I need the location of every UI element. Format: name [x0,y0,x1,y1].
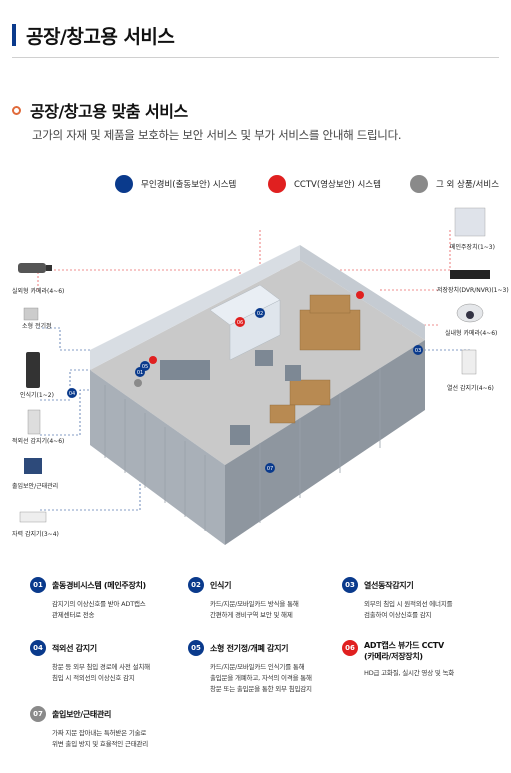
item-description: 카드/지문/모바일카드 인식기를 통해 출입문을 개폐하고, 자석의 이격을 통… [210,663,312,693]
blue-dot-icon [115,175,133,193]
label-pir-detector: 열선 감지기(4~6) [447,384,494,392]
item-title: 소형 전기정/개폐 감지기 [210,643,289,653]
main-controller-icon [454,207,486,237]
number-badge: 03 [342,577,358,593]
header-accent-bar [12,24,16,46]
legend-label: 무인경비(출동보안) 시스템 [141,180,237,190]
service-item-03: 03 열선동작감지기 외부의 침입 시 원적외선 에너지를 검출하여 이상신호를 … [342,577,507,621]
marker-05: 05 [142,364,148,370]
service-item-05: 05 소형 전기정/개폐 감지기 카드/지문/모바일카드 인식기를 통해 출입문을… [188,640,353,695]
recognizer-icon [26,352,40,388]
dvr-nvr-icon [450,270,490,279]
label-infrared-detector: 적외선 감지기(4~6) [12,437,64,445]
item-description: HD급 고화질, 실시간 영상 및 녹화 [364,669,455,677]
legend-label: 그 외 상품/서비스 [436,180,500,190]
item-description: 감지기의 이상신호를 받아 ADT캡스 관제센터로 전송 [52,600,146,619]
item-title: 출동경비시스템 (메인주장치) [52,580,146,590]
number-badge: 07 [30,706,46,722]
label-magnetic-detector: 자력 감지기(3~4) [12,530,59,538]
service-item-06: 06 ADT캡스 뷰가드 CCTV (카메라/저장장치) HD급 고화질, 실시간… [342,640,507,679]
item-description: 카드/지문/모바일카드 방식을 통해 간편하게 경비구역 보안 및 해제 [210,600,299,619]
number-badge: 02 [188,577,204,593]
label-dvr-nvr: 저장장치(DVR/NVR)(1~3) [437,286,509,294]
legend-item-cctv: CCTV(영상보안) 시스템 [268,175,381,193]
outdoor-camera-icon [18,263,52,273]
number-badge: 05 [188,640,204,656]
label-access-control: 출입보안/근태관리 [12,482,58,490]
legend-item-other: 그 외 상품/서비스 [410,175,499,193]
red-dot-icon [268,175,286,193]
section-title: 공장/창고용 맞춤 서비스 [30,102,188,121]
item-description: 창문 등 외부 침입 경로에 사전 설치해 침입 시 적외선의 이상신호 감지 [52,663,150,682]
item-title: 인식기 [210,580,232,590]
item-title: 적외선 감지기 [52,643,97,653]
label-recognizer: 인식기(1~2) [20,391,54,399]
item-title: 출입보안/근태관리 [52,709,112,719]
marker-07: 07 [267,466,273,472]
marker-03: 03 [415,348,421,354]
label-indoor-camera: 실내형 카메라(4~6) [445,329,497,337]
electric-lock-icon [23,307,39,321]
marker-06: 06 [237,320,243,326]
infrared-detector-icon [27,409,41,435]
label-electric-lock: 소형 전기정 [22,322,52,330]
service-item-02: 02 인식기 카드/지문/모바일카드 방식을 통해 간편하게 경비구역 보안 및 … [188,577,353,621]
number-badge: 06 [342,640,358,656]
marker-01: 01 [137,370,143,376]
item-title: ADT캡스 뷰가드 CCTV (카메라/저장장치) [364,641,444,661]
legend-label: CCTV(영상보안) 시스템 [294,180,381,190]
marker-02: 02 [257,311,263,317]
pir-detector-icon [461,349,477,375]
magnetic-detector-icon [19,511,47,523]
header-divider [12,57,499,58]
label-outdoor-camera: 실외형 카메라(4~6) [12,287,64,295]
service-item-07: 07 출입보안/근태관리 가짜 지문 잡아내는 특허받은 기술로 위변 출입 방지… [30,706,195,750]
gray-dot-icon [410,175,428,193]
page-header: 공장/창고용 서비스 [12,20,175,50]
circle-bullet-icon [12,105,21,115]
item-description: 외부의 침입 시 원적외선 에너지를 검출하여 이상신호를 감지 [364,600,453,619]
number-badge: 01 [30,577,46,593]
legend-item-unmanned: 무인경비(출동보안) 시스템 [115,175,236,193]
section-header: 공장/창고용 맞춤 서비스 [12,98,188,122]
access-control-icon [24,458,42,474]
marker-04: 04 [69,391,75,397]
item-title: 열선동작감지기 [364,580,414,590]
page-title: 공장/창고용 서비스 [26,25,175,48]
item-description: 가짜 지문 잡아내는 특허받은 기술로 위변 출입 방지 및 효율적인 근태관리 [52,729,149,748]
number-badge: 04 [30,640,46,656]
warehouse-illustration: 01 02 03 04 05 06 07 실외형 카메라(4~6) 소형 전기정… [12,207,509,545]
label-main-controller: 메인주장치(1~3) [450,243,495,251]
section-description: 고가의 자재 및 제품을 보호하는 보안 서비스 및 부가 서비스를 안내해 드… [32,128,402,142]
service-item-01: 01 출동경비시스템 (메인주장치) 감지기의 이상신호를 받아 ADT캡스 관제… [30,577,195,621]
service-item-04: 04 적외선 감지기 창문 등 외부 침입 경로에 사전 설치해 침입 시 적외선… [30,640,195,684]
